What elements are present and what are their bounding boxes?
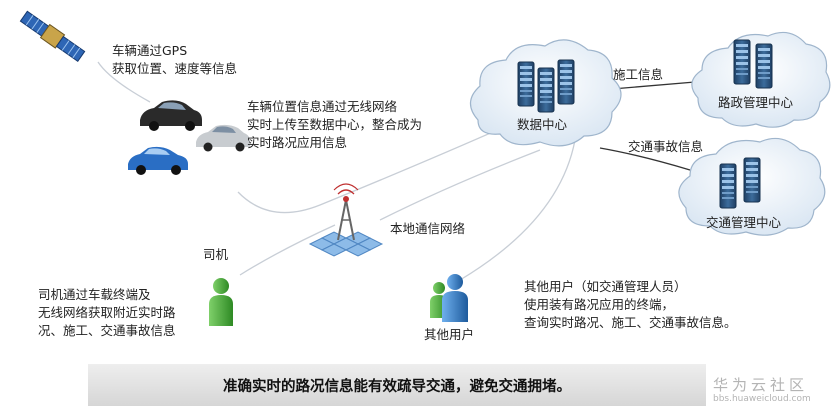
driver-note-line-3: 况、施工、交通事故信息 <box>38 323 176 338</box>
data-center-cloud <box>469 39 622 147</box>
construction-info-label: 施工信息 <box>613 67 664 82</box>
server-icon <box>517 61 535 107</box>
gps-note-line-1: 车辆通过GPS <box>112 43 188 58</box>
local-network-label: 本地通信网络 <box>390 221 466 236</box>
server-icon <box>537 67 555 113</box>
vehicle-note-line-3: 实时路况应用信息 <box>247 135 348 150</box>
accident-info-label: 交通事故信息 <box>628 139 704 154</box>
other-users-icon <box>430 274 468 322</box>
other-users-note-line-3: 查询实时路况、施工、交通事故信息。 <box>524 315 737 330</box>
datacenter-to-users-line <box>459 139 576 281</box>
network-to-datacenter-line <box>237 119 521 214</box>
other-users-note-line-2: 使用装有路况应用的终端， <box>524 297 675 312</box>
driver-label: 司机 <box>203 247 229 262</box>
network-tower-icon <box>308 183 384 257</box>
server-icon <box>755 43 773 89</box>
watermark-url: bbs.huaweicloud.com <box>713 394 811 404</box>
local-network-line <box>379 149 541 221</box>
road-admin-cloud <box>691 31 831 128</box>
gps-note-line-2: 获取位置、速度等信息 <box>112 61 238 76</box>
cars-icon <box>128 100 250 175</box>
road-admin-center-label: 路政管理中心 <box>718 95 794 110</box>
traffic-mgmt-cloud <box>678 137 826 236</box>
data-center-label: 数据中心 <box>517 117 568 132</box>
vehicle-note-line-1: 车辆位置信息通过无线网络 <box>247 99 398 114</box>
vehicle-note-line-2: 实时上传至数据中心，整合成为 <box>247 117 423 132</box>
other-users-label: 其他用户 <box>424 327 475 342</box>
summary-banner: 准确实时的路况信息能有效疏导交通，避免交通拥堵。 <box>88 364 706 406</box>
other-users-note-line-1: 其他用户（如交通管理人员） <box>524 279 687 294</box>
datacenter-to-traffic-mgmt-line <box>599 147 691 171</box>
server-icon <box>733 39 751 85</box>
server-icon <box>743 157 761 203</box>
server-icon <box>557 59 575 105</box>
summary-banner-text: 准确实时的路况信息能有效疏导交通，避免交通拥堵。 <box>223 379 571 395</box>
driver-note-line-1: 司机通过车载终端及 <box>38 287 151 302</box>
driver-note-line-2: 无线网络获取附近实时路 <box>38 305 176 320</box>
satellite-icon <box>19 10 86 62</box>
network-to-driver-line <box>239 224 336 276</box>
watermark-name: 华为云社区 <box>713 376 809 394</box>
server-icon <box>719 163 737 209</box>
satellite-to-cars-line <box>97 61 151 103</box>
traffic-mgmt-center-label: 交通管理中心 <box>706 215 782 230</box>
driver-icon <box>209 278 233 326</box>
